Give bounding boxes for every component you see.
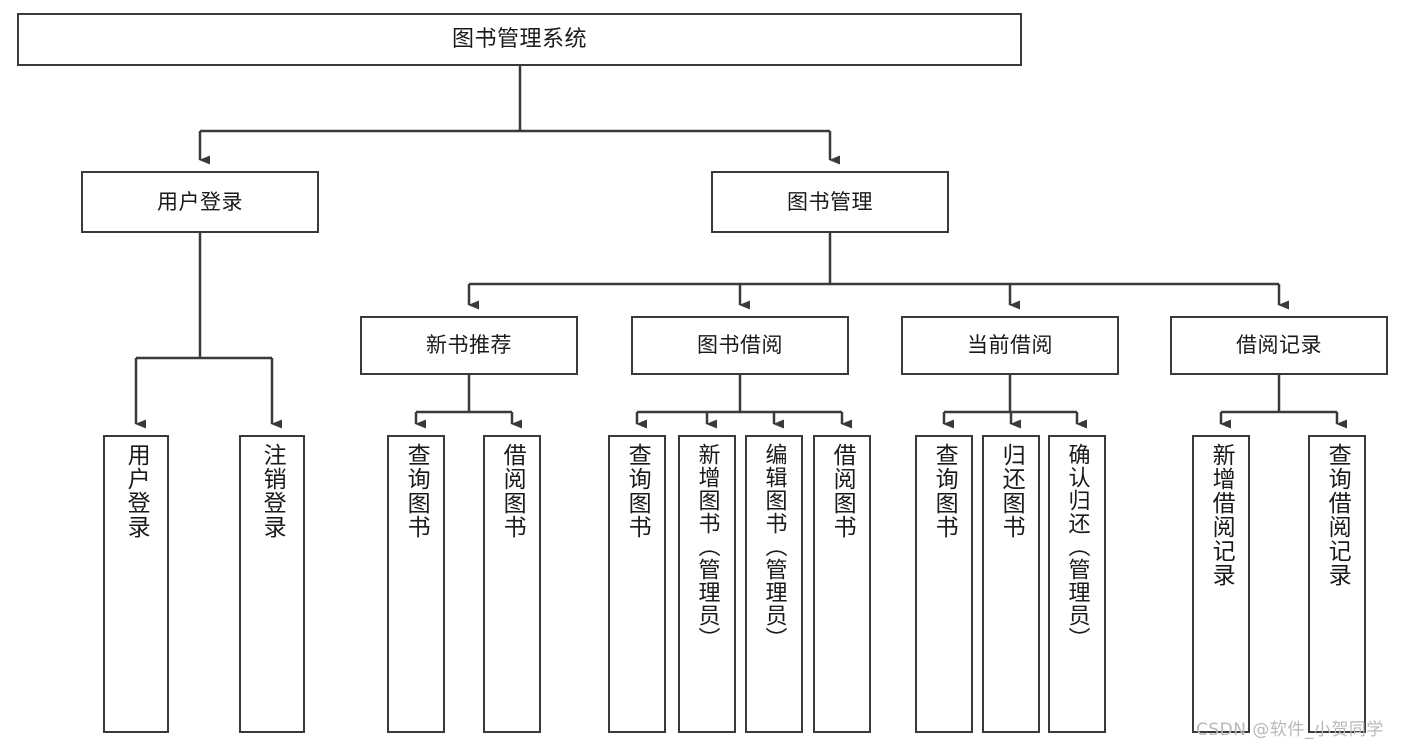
node-login-1[interactable]: 用户登录 — [103, 435, 169, 733]
node-borrow[interactable]: 图书借阅 — [631, 316, 849, 375]
node-records[interactable]: 借阅记录 — [1170, 316, 1388, 375]
node-login-2[interactable]: 注销登录 — [239, 435, 305, 733]
node-records-1[interactable]: 新增借阅记录 — [1192, 435, 1250, 733]
node-label: 借阅图书 — [499, 443, 526, 539]
node-label: 查询图书 — [931, 443, 958, 539]
node-borrow-4[interactable]: 借阅图书 — [813, 435, 871, 733]
node-borrow-3[interactable]: 编辑图书（管理员） — [745, 435, 803, 733]
node-label: 新增图书（管理员） — [694, 443, 720, 650]
node-newbook[interactable]: 新书推荐 — [360, 316, 578, 375]
node-label: 确认归还（管理员） — [1064, 443, 1090, 650]
node-newbook-1[interactable]: 查询图书 — [387, 435, 445, 733]
node-label: 借阅图书 — [829, 443, 856, 539]
node-login[interactable]: 用户登录 — [81, 171, 319, 233]
node-label: 图书借阅 — [697, 333, 783, 358]
node-label: 新增借阅记录 — [1208, 443, 1235, 587]
node-label: 用户登录 — [123, 443, 150, 539]
node-label: 图书管理系统 — [451, 26, 587, 52]
node-current-2[interactable]: 归还图书 — [982, 435, 1040, 733]
node-borrow-1[interactable]: 查询图书 — [608, 435, 666, 733]
node-label: 借阅记录 — [1236, 333, 1322, 358]
node-label: 编辑图书（管理员） — [761, 443, 787, 650]
node-records-2[interactable]: 查询借阅记录 — [1308, 435, 1366, 733]
node-current[interactable]: 当前借阅 — [901, 316, 1119, 375]
node-borrow-2[interactable]: 新增图书（管理员） — [678, 435, 736, 733]
node-label: 查询图书 — [624, 443, 651, 539]
node-label: 归还图书 — [998, 443, 1025, 539]
node-label: 查询借阅记录 — [1324, 443, 1351, 587]
node-label: 用户登录 — [157, 189, 243, 214]
watermark-text: CSDN @软件_小贺同学 — [1196, 720, 1384, 740]
node-label: 注销登录 — [259, 443, 286, 539]
node-root[interactable]: 图书管理系统 — [17, 13, 1022, 66]
node-label: 查询图书 — [403, 443, 430, 539]
node-newbook-2[interactable]: 借阅图书 — [483, 435, 541, 733]
node-bookmgmt[interactable]: 图书管理 — [711, 171, 949, 233]
node-label: 当前借阅 — [967, 333, 1053, 358]
node-current-1[interactable]: 查询图书 — [915, 435, 973, 733]
node-label: 图书管理 — [787, 189, 873, 214]
node-current-3[interactable]: 确认归还（管理员） — [1048, 435, 1106, 733]
node-label: 新书推荐 — [426, 333, 512, 358]
